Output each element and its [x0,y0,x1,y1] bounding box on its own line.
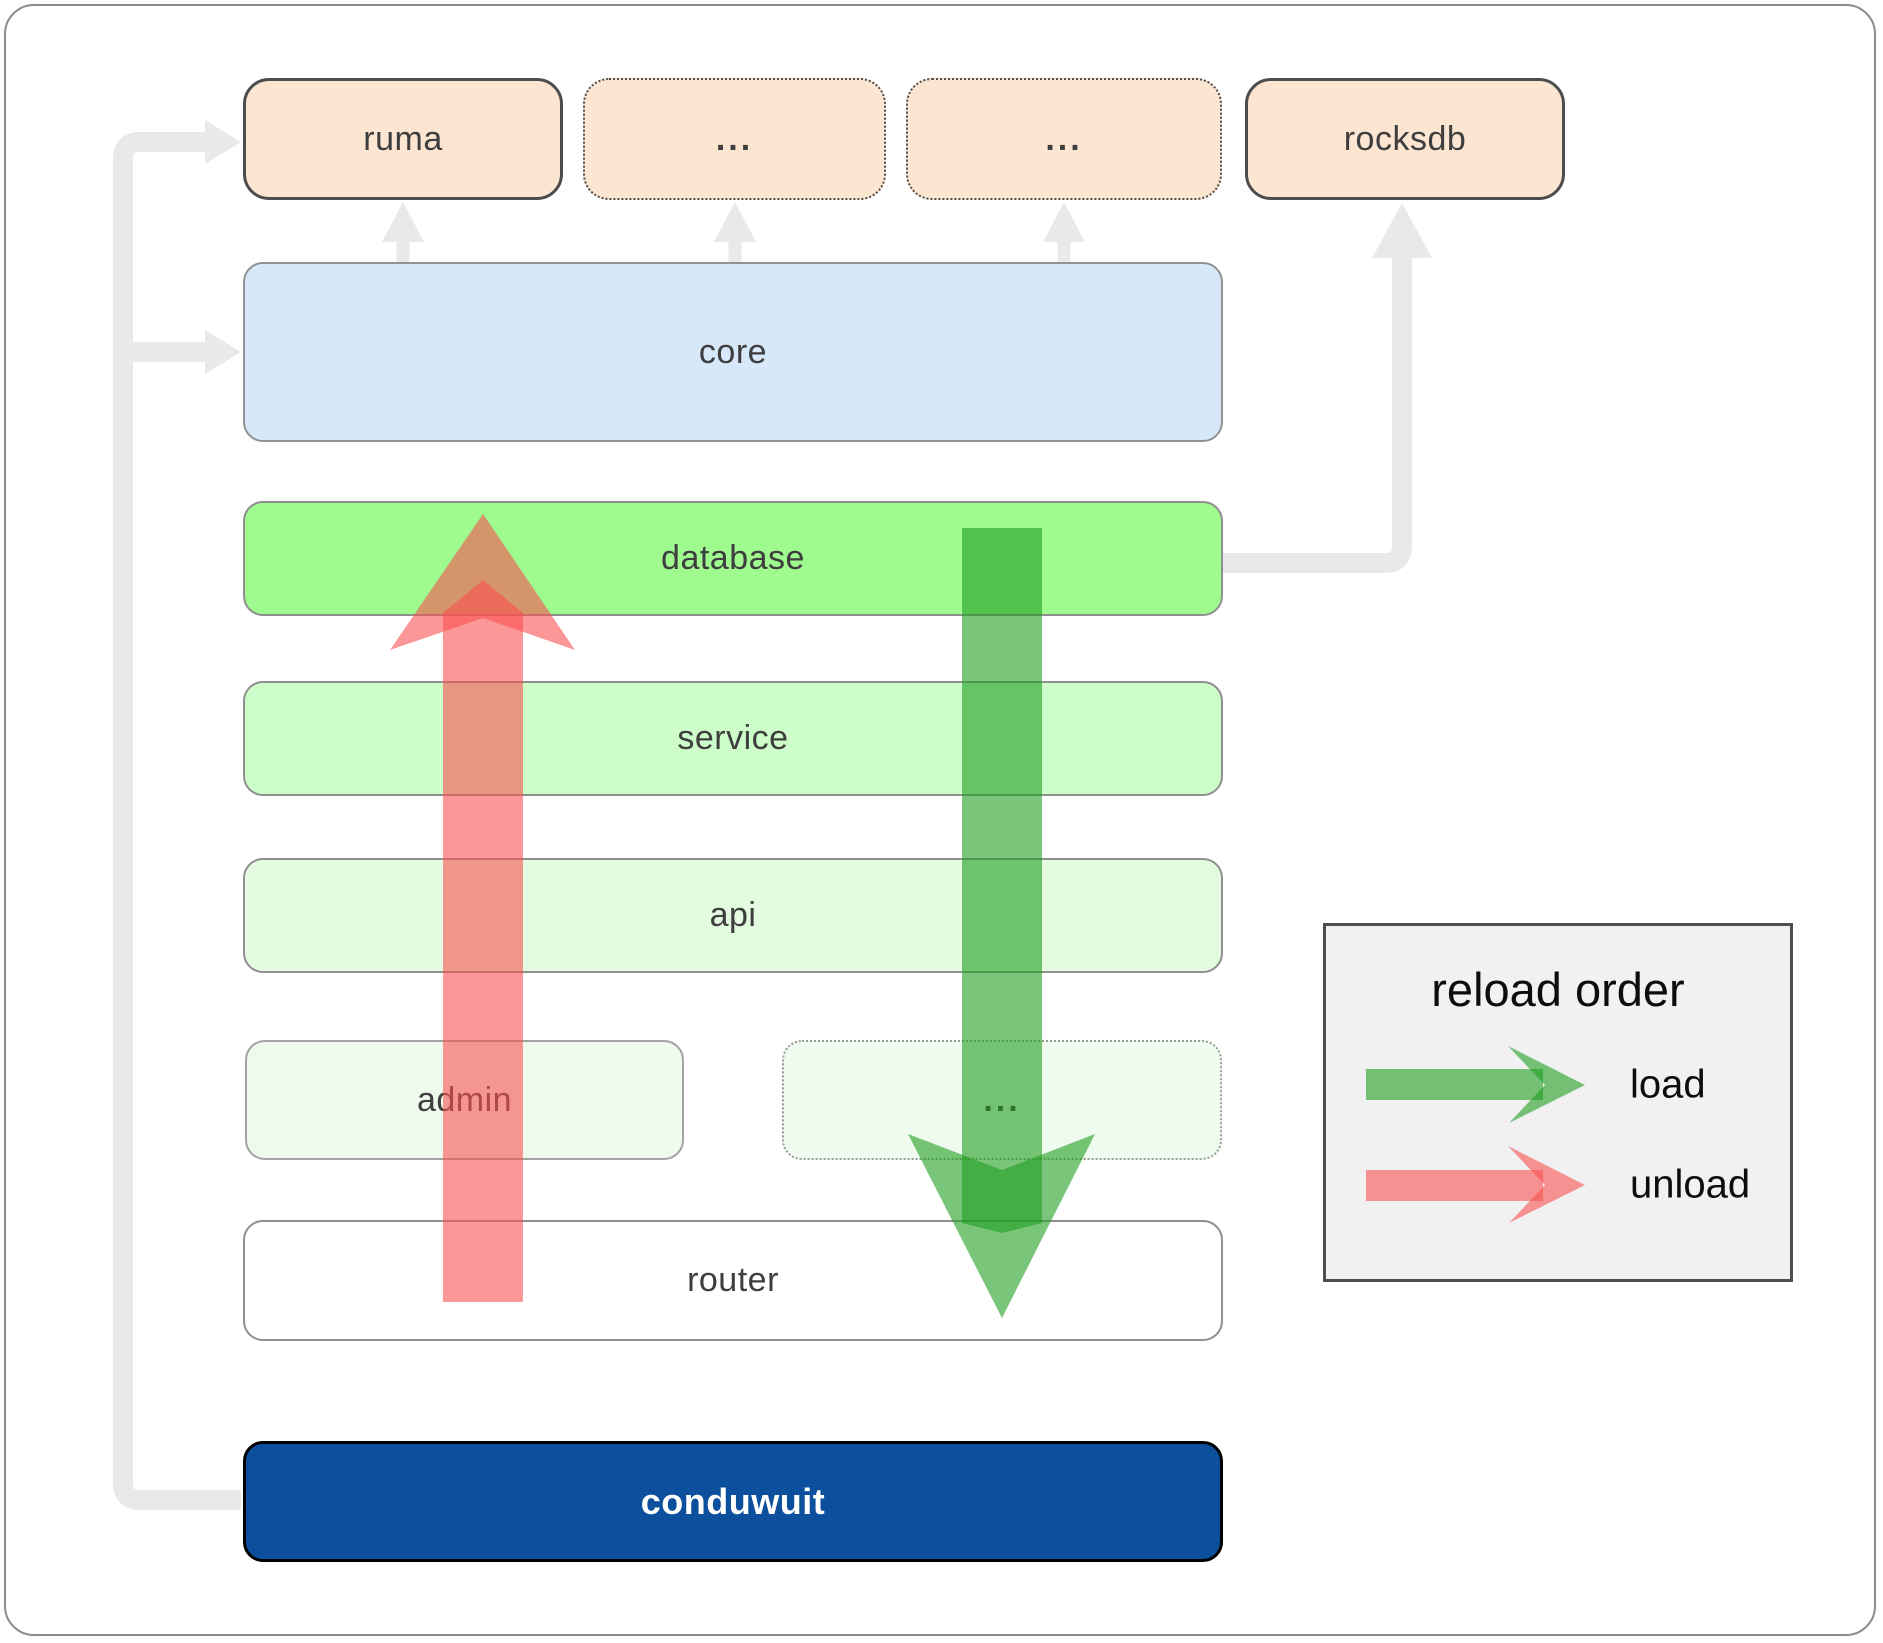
box-api-label: api [709,896,757,934]
core-to-ellipsis2-arrow-icon [1043,202,1085,264]
box-service: service [243,681,1223,796]
box-conduwuit-label: conduwuit [640,1480,826,1522]
box-core: core [243,262,1223,442]
legend-load-label: load [1630,1062,1706,1107]
core-to-ellipsis1-arrow-icon [714,202,756,264]
box-ellipsis-1: ... [583,78,886,200]
database-to-rocksdb-connector [1223,252,1412,573]
conduwuit-to-ruma-connector [113,132,241,1510]
box-ruma-label: ruma [363,119,443,158]
box-core-label: core [698,332,768,371]
unload-arrow-icon [390,514,575,1302]
core-arrowhead-icon [205,330,241,374]
legend-unload-label: unload [1630,1162,1751,1207]
box-database-label: database [661,539,805,577]
box-rocksdb: rocksdb [1245,78,1565,200]
legend-title: reload order [1431,963,1685,1016]
outer-border [4,4,1876,1636]
box-service-label: service [677,719,789,757]
box-rocksdb-label: rocksdb [1343,119,1467,158]
box-ruma: ruma [243,78,563,200]
ruma-arrowhead-icon [205,120,241,164]
legend-load-arrow-icon [1366,1046,1585,1123]
core-to-ruma-arrow-icon [382,202,424,264]
legend-unload-arrow-icon [1366,1146,1585,1223]
box-router-label: router [687,1261,779,1299]
legend-arrows [1366,1046,1585,1223]
legend: reload order load unload [1323,923,1793,1282]
rocksdb-arrowhead-icon [1372,203,1432,258]
box-ellipsis-2-label: ... [1045,119,1083,158]
box-router: router [243,1220,1223,1341]
box-ellipsis-1-label: ... [715,119,754,158]
box-conduwuit: conduwuit [243,1441,1223,1562]
load-arrow-icon [908,528,1095,1318]
box-api: api [243,858,1223,973]
box-database: database [243,501,1223,616]
box-ellipsis-2: ... [906,78,1222,200]
